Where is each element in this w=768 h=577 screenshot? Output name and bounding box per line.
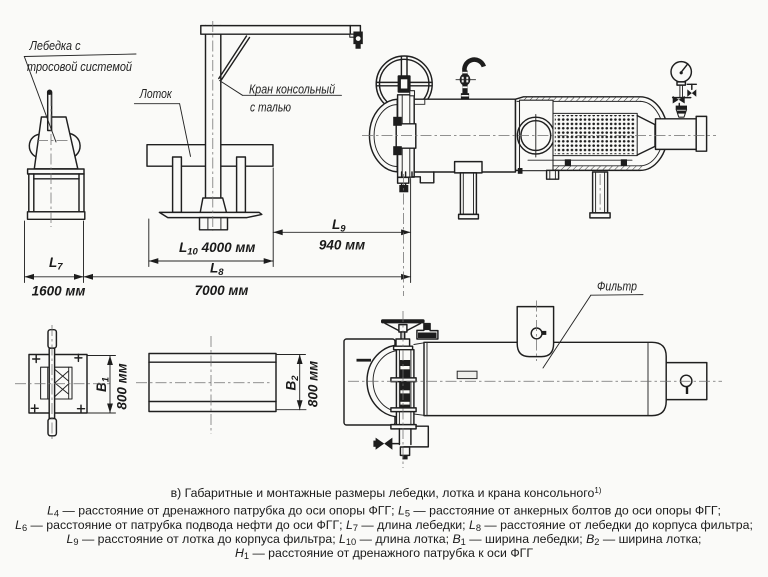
svg-text:L10 4000 мм: L10 4000 мм [179, 240, 255, 258]
svg-text:Лоток: Лоток [139, 86, 172, 101]
svg-text:1600 мм: 1600 мм [32, 284, 86, 299]
svg-text:в) Габаритные и монтажные разм: в) Габаритные и монтажные размеры лебедк… [171, 486, 602, 500]
svg-text:H1 — расстояние от дренажного: H1 — расстояние от дренажного патрубка к… [235, 546, 533, 561]
svg-text:7000 мм: 7000 мм [195, 283, 249, 298]
svg-text:L6 — расстояние от патрубка по: L6 — расстояние от патрубка подвода нефт… [15, 518, 753, 533]
svg-text:L9 — расстояние от лотка до ко: L9 — расстояние от лотка до корпуса филь… [67, 532, 702, 547]
svg-text:Кран консольный: Кран консольный [249, 82, 335, 97]
svg-text:Фильтр: Фильтр [597, 279, 637, 294]
svg-text:Лебедка с: Лебедка с [29, 38, 81, 53]
svg-text:тросовой системой: тросовой системой [27, 59, 132, 74]
svg-text:940 мм: 940 мм [319, 238, 365, 253]
svg-text:с талью: с талью [250, 100, 291, 115]
svg-text:800 мм: 800 мм [306, 361, 321, 407]
svg-text:L4 — расстояние от дренажного: L4 — расстояние от дренажного патрубка д… [47, 504, 721, 519]
svg-text:800 мм: 800 мм [115, 363, 130, 409]
